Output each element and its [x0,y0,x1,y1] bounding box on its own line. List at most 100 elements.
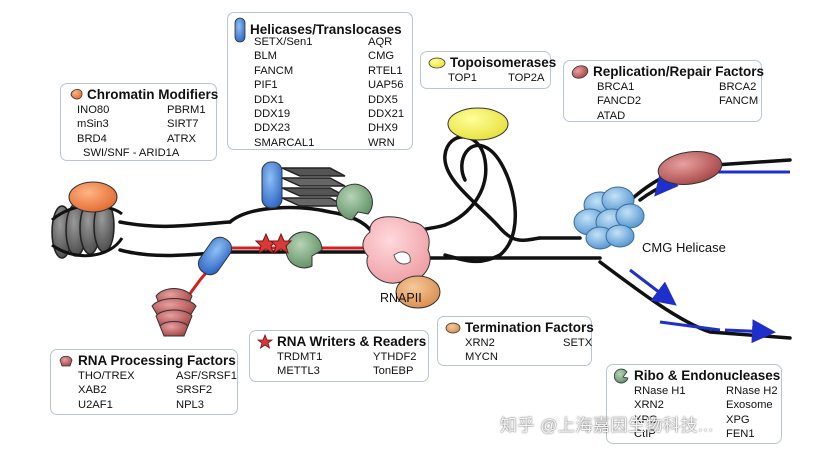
writer-stars [254,232,293,255]
helicases-box: Helicases/Translocases SETX/Sen1 AQR BLM… [227,12,413,150]
list-item: TRDMT1 [277,351,323,363]
list-item: XRN2 [465,337,495,349]
list-item: CMG [368,50,395,63]
list-item: FANCM [254,64,294,77]
list-item: DDX19 [254,108,291,121]
rna-processing-title: RNA Processing Factors [78,353,236,368]
list-item: THO/TREX [78,370,135,382]
rnapii-label: RNAPII [380,291,422,305]
replication-repair-box: Replication/Repair Factors BRCA1 BRCA2 F… [563,60,765,123]
list-item: U2AF1 [78,398,113,411]
helicases-title: Helicases/Translocases [250,22,402,37]
list-item: RNase H2 [726,385,778,397]
list-item: CtIP [634,428,656,441]
list-item: XPG [726,413,750,426]
watermark-text: 知乎 @上海嘉因生物科技... [500,416,714,435]
list-item: SRSF2 [176,384,213,397]
topoisomerases-title: Topoisomerases [450,55,557,70]
list-item: TonEBP [373,365,414,378]
topoisomerases-box: Topoisomerases TOP1 TOP2A [420,51,556,89]
nuclease-upper [335,183,373,221]
topoisomerase-icon [428,57,446,69]
list-item: XAB2 [78,384,107,397]
helicases-list: SETX/Sen1 AQR BLM CMG FANCM RTEL1 PIF1 U… [254,35,406,150]
chromatin-modifiers-box: Chromatin Modifiers INO80 PBRM1 mSin3 SI… [60,83,219,161]
list-item: BRD4 [77,132,107,145]
list-item: MYCN [465,351,498,364]
list-item: XRN2 [634,399,664,412]
list-item: INO80 [77,104,110,116]
list-item: BLM [254,50,278,63]
list-item: PIF1 [254,79,278,92]
chromatin-modifier-icon [70,89,83,100]
list-item: DDX23 [254,122,291,135]
rna-processing-box: RNA Processing Factors THO/TREX ASF/SRSF… [50,349,238,415]
list-item: SETX/Sen1 [254,36,313,48]
cmg-helicase-label: CMG Helicase [642,240,726,255]
termination-title: Termination Factors [465,320,594,335]
helicase-on-rna [197,236,233,276]
rna-writers-box: RNA Writers & Readers TRDMT1 YTHDF2 METT… [249,330,429,382]
rna-writers-title: RNA Writers & Readers [277,334,427,349]
list-item: PBRM1 [167,104,206,116]
ribo-endonucleases-box: Ribo & Endonucleases RNase H1 RNase H2 X… [606,364,782,444]
list-item: DDX5 [368,93,398,106]
list-item: UAP56 [368,79,404,92]
list-item: ATRX [167,132,197,145]
list-item: FANCM [719,95,759,108]
dna-strands [118,135,792,340]
list-item: SMARCAL1 [254,136,315,149]
list-item: SIRT7 [167,118,199,131]
rna-processing-shape [151,288,197,337]
list-item: RTEL1 [368,64,403,77]
list-item: DDX1 [254,93,284,106]
chromatin-modifiers-title: Chromatin Modifiers [87,87,219,102]
list-item: AQR [368,36,393,48]
rna-processing-icon [59,355,73,367]
list-item: Exosome [726,399,773,412]
list-item: mSin3 [77,118,109,131]
ribo-endonucleases-title: Ribo & Endonucleases [634,368,781,383]
list-item: YTHDF2 [373,351,417,363]
list-item: XPG [634,413,658,426]
nuclease-icon [614,368,629,384]
list-item: FEN1 [726,428,755,441]
list-item: SETX [563,337,593,349]
list-item: WRN [368,136,395,149]
list-item: BRCA1 [597,81,635,93]
repair-factor-icon [571,65,589,79]
chromatin-modifier-shape [68,181,118,213]
list-item: ATAD [597,109,626,122]
writer-star-icon [257,334,273,349]
list-item: DDX21 [368,108,405,121]
replication-repair-title: Replication/Repair Factors [593,64,765,79]
ribo-endonucleases-list: RNase H1 RNase H2 XRN2 Exosome XPG XPG C… [634,384,778,442]
list-item: METTL3 [277,365,320,378]
nuclease-lower [285,231,323,269]
termination-factor-icon [445,322,461,334]
list-item: RNase H1 [634,385,686,397]
list-item [563,350,592,364]
rna-writers-list: TRDMT1 YTHDF2 METTL3 TonEBP [277,350,421,379]
list-item: TOP2A [508,72,545,84]
list-item-footer: SWI/SNF - ARID1A [83,147,180,160]
list-item: ASF/SRSF1 [176,370,237,382]
termination-list: XRN2 SETX MYCN [465,336,592,365]
cmg-helicase-shape [573,186,645,250]
chromatin-modifiers-list: INO80 PBRM1 mSin3 SIRT7 BRD4 ATRX [77,103,208,146]
list-item: BRCA2 [719,81,757,93]
helicase-stack [261,161,346,209]
topoisomerases-list: TOP1 TOP2A [448,71,545,85]
rnapii-complex [362,216,441,309]
rna-processing-list: THO/TREX ASF/SRSF1 XAB2 SRSF2 U2AF1 NPL3 [78,369,237,412]
list-item: NPL3 [176,398,204,411]
list-item: FANCD2 [597,95,642,108]
repair-factor-shape [657,151,723,185]
termination-box: Termination Factors XRN2 SETX MYCN [437,316,594,366]
topoisomerase-shape [447,107,509,141]
helicase-icon [234,17,246,43]
list-item: TOP1 [448,72,478,84]
list-item [719,109,758,123]
